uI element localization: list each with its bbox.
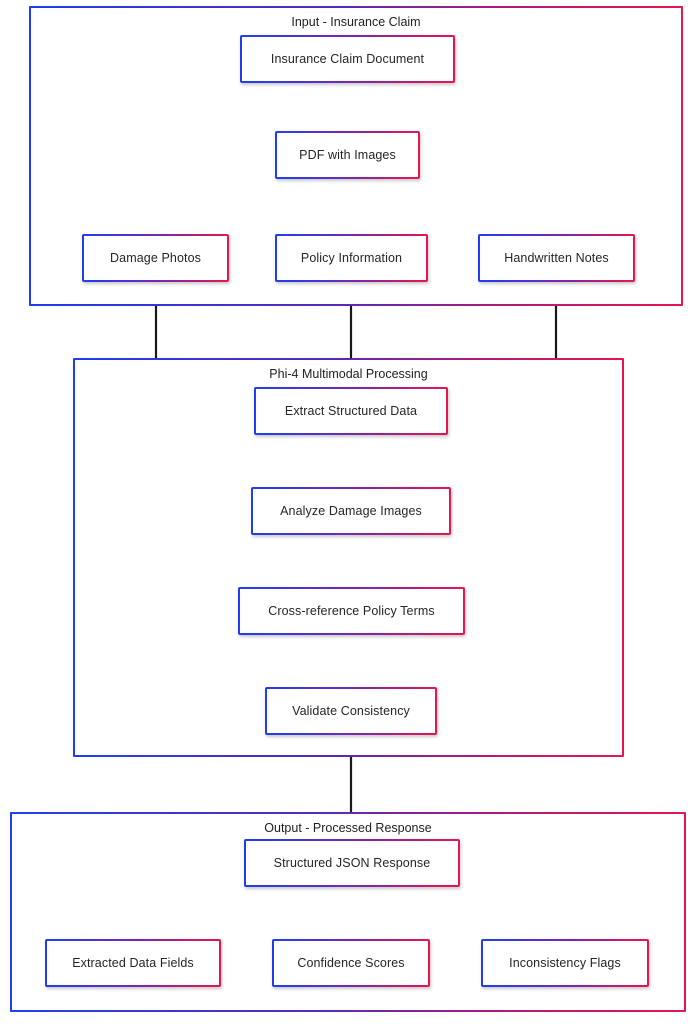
node-label: Extracted Data Fields xyxy=(72,956,194,970)
node-label: Handwritten Notes xyxy=(504,251,609,265)
node-label: Structured JSON Response xyxy=(273,856,431,870)
cluster-title-processing: Phi-4 Multimodal Processing xyxy=(269,367,428,381)
cluster-title-input: Input - Insurance Claim xyxy=(291,15,421,29)
node-analyze-damage-images[interactable]: Analyze Damage Images xyxy=(251,487,451,535)
node-label: Policy Information xyxy=(300,251,403,265)
cluster-title-output: Output - Processed Response xyxy=(264,821,432,835)
node-inconsistency-flags[interactable]: Inconsistency Flags xyxy=(481,939,649,987)
node-damage-photos[interactable]: Damage Photos xyxy=(82,234,229,282)
node-insurance-claim-document[interactable]: Insurance Claim Document xyxy=(240,35,455,83)
node-policy-information[interactable]: Policy Information xyxy=(275,234,428,282)
node-label: Validate Consistency xyxy=(292,704,410,718)
node-label: Inconsistency Flags xyxy=(509,956,621,970)
node-extracted-data-fields[interactable]: Extracted Data Fields xyxy=(45,939,221,987)
node-extract-structured-data[interactable]: Extract Structured Data xyxy=(254,387,448,435)
node-label: Extract Structured Data xyxy=(284,404,418,418)
node-confidence-scores[interactable]: Confidence Scores xyxy=(272,939,430,987)
node-label: Cross-reference Policy Terms xyxy=(268,604,435,618)
node-label: Insurance Claim Document xyxy=(270,52,425,66)
node-label: PDF with Images xyxy=(299,148,396,162)
node-validate-consistency[interactable]: Validate Consistency xyxy=(265,687,437,735)
node-handwritten-notes[interactable]: Handwritten Notes xyxy=(478,234,635,282)
node-structured-json-response[interactable]: Structured JSON Response xyxy=(244,839,460,887)
node-cross-reference-policy-terms[interactable]: Cross-reference Policy Terms xyxy=(238,587,465,635)
node-label: Confidence Scores xyxy=(297,956,405,970)
node-pdf-with-images[interactable]: PDF with Images xyxy=(275,131,420,179)
node-label: Analyze Damage Images xyxy=(280,504,422,518)
node-label: Damage Photos xyxy=(110,251,201,265)
